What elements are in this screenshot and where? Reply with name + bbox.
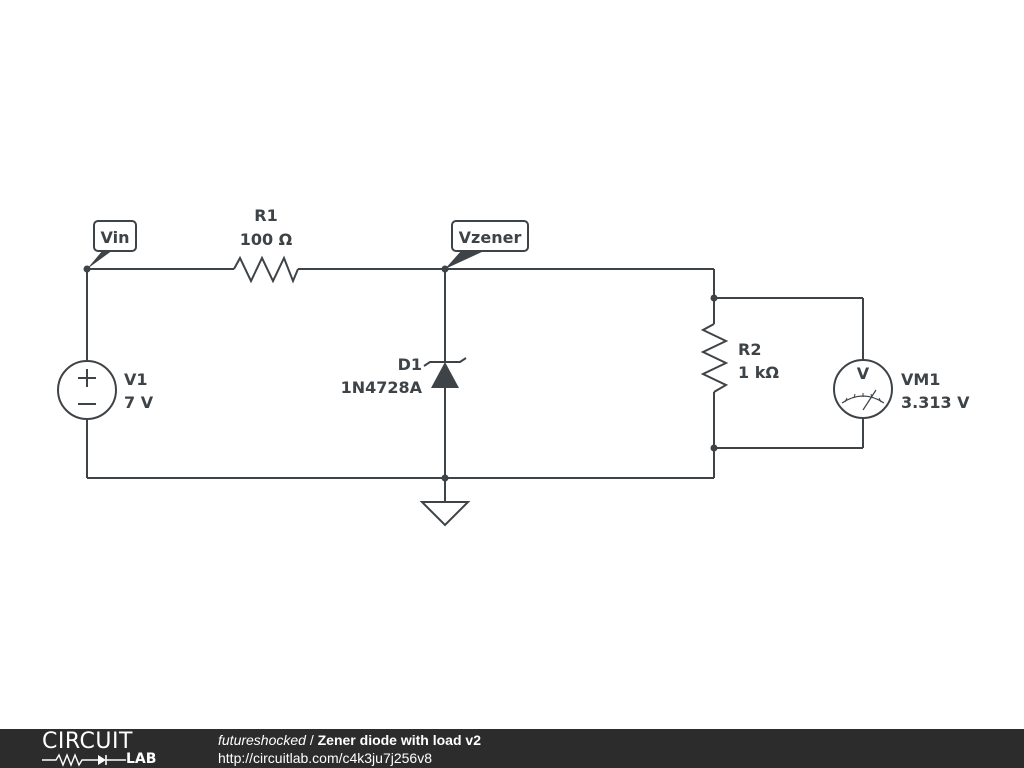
vm1-symbol: V [857, 364, 870, 383]
r2-resistor[interactable]: R2 1 kΩ [700, 323, 779, 393]
vm1-name: VM1 [901, 370, 940, 389]
r2-zigzag [700, 323, 729, 393]
r1-value: 100 Ω [240, 230, 293, 249]
circuitlab-logo[interactable]: CIRCUIT LAB [42, 731, 182, 767]
vm1-value: 3.313 V [901, 393, 970, 412]
junction-dot [710, 444, 718, 452]
vm1-gauge-needle [862, 389, 877, 411]
vzener-tag-label: Vzener [459, 228, 522, 247]
r2-value: 1 kΩ [738, 363, 779, 382]
vm1-gauge-tick [878, 397, 882, 403]
v1-name: V1 [124, 370, 148, 389]
d1-value: 1N4728A [341, 378, 423, 397]
v1-value: 7 V [124, 393, 154, 412]
d1-zener-diode[interactable]: D1 1N4728A [341, 355, 467, 397]
vzener-tag-box [451, 220, 529, 252]
r1-name: R1 [254, 206, 277, 225]
ground-symbol[interactable] [419, 501, 471, 527]
vin-tag-box [93, 220, 137, 252]
r1-resistor[interactable]: R1 100 Ω [233, 206, 299, 284]
ground-triangle [419, 501, 471, 527]
vin-tag-pointer [87, 250, 113, 269]
junction-dot [441, 474, 449, 482]
circuit-url[interactable]: http://circuitlab.com/c4k3ju7j256v8 [218, 750, 432, 766]
junction-dot [710, 294, 718, 302]
v1-voltage-source[interactable]: V1 7 V [57, 360, 154, 420]
wires [86, 268, 864, 502]
circuit-meta: futureshocked / Zener diode with load v2… [218, 731, 481, 767]
d1-name: D1 [398, 355, 422, 374]
author-link[interactable]: futureshocked [218, 732, 306, 748]
v1-circle [57, 360, 117, 420]
d1-triangle [431, 362, 459, 388]
r2-name: R2 [738, 340, 761, 359]
vin-net-tag[interactable]: Vin [87, 220, 137, 269]
d1-zener-bar [423, 357, 467, 367]
logo-text-lab: LAB [126, 751, 157, 767]
resistor-diode-logo-icon [42, 753, 126, 767]
title-separator: / [305, 732, 318, 748]
vm1-circle [833, 359, 893, 419]
vzener-tag-pointer [445, 251, 484, 269]
circuit-schematic: R1 100 Ω Vin Vzener V1 7 V D1 1N4728A R2… [57, 206, 970, 527]
footer-bar: CIRCUIT LAB futureshocked / Zener diode … [0, 729, 1024, 768]
circuit-title-line: futureshocked / Zener diode with load v2 [218, 731, 481, 749]
vm1-gauge-tick [853, 393, 856, 399]
vm1-gauge-tick [844, 397, 848, 403]
vm1-voltmeter[interactable]: V VM1 3.313 V [833, 359, 970, 419]
vzener-net-tag[interactable]: Vzener [445, 220, 529, 269]
logo-text-circuit: CIRCUIT [42, 729, 133, 754]
r1-zigzag [233, 255, 299, 284]
circuit-title: Zener diode with load v2 [317, 732, 481, 748]
vin-tag-label: Vin [101, 228, 130, 247]
